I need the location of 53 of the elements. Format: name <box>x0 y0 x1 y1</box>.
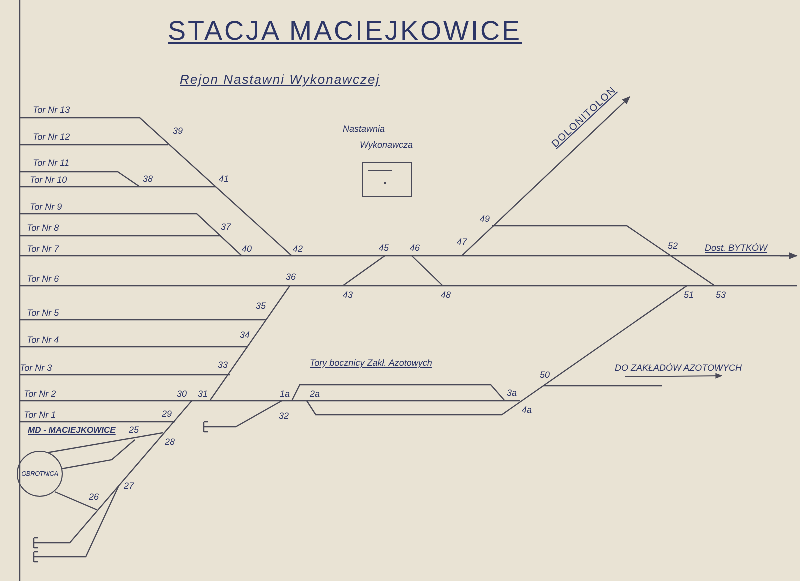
label: 53 <box>716 289 726 301</box>
turntable-circle <box>17 451 63 497</box>
label: Tor Nr 1 <box>24 409 56 421</box>
label: 37 <box>221 221 232 233</box>
label: 25 <box>129 424 140 436</box>
label: 2a <box>310 388 320 400</box>
label: 40 <box>242 243 252 255</box>
label: 50 <box>540 369 550 381</box>
label: 39 <box>173 125 184 137</box>
node-label: Nastawnia Wykonawcza <box>342 123 414 152</box>
label: DO ZAKŁADÓW AZOTOWYCH <box>615 362 742 374</box>
label: Tor Nr 11 <box>33 157 70 169</box>
label: 51 <box>684 289 694 301</box>
label: 3a <box>507 387 518 399</box>
label: 48 <box>441 289 452 301</box>
label: 43 <box>343 289 354 301</box>
label: 31 <box>198 388 208 400</box>
label: 35 <box>256 300 266 312</box>
label: Tor Nr 13 <box>33 104 70 116</box>
subtitle: Rejon Nastawni Wykonawczej <box>180 72 380 88</box>
title: STACJA MACIEJKOWICE <box>168 15 522 48</box>
label: Tor Nr 6 <box>27 273 60 285</box>
label: Tor Nr 9 <box>30 201 62 213</box>
label: 47 <box>457 236 468 248</box>
label: 42 <box>293 243 304 255</box>
label: Tor Nr 12 <box>33 131 70 143</box>
label: Tor Nr 10 <box>30 174 68 186</box>
label: 34 <box>240 329 250 341</box>
label: 52 <box>668 240 678 252</box>
label: 27 <box>124 480 134 492</box>
label: 30 <box>177 388 188 400</box>
label: 46 <box>410 242 420 254</box>
label: Tor Nr 8 <box>27 222 60 234</box>
label: 38 <box>143 173 154 185</box>
label: 45 <box>379 242 390 254</box>
label: 36 <box>286 271 296 283</box>
track-label: MD - MACIEJKOWICE <box>28 424 116 436</box>
label: Tor Nr 2 <box>24 388 56 400</box>
label: Tor Nr 4 <box>27 334 60 346</box>
label: Tor Nr 7 <box>27 243 60 255</box>
label: 29 <box>162 408 172 420</box>
label: Tor Nr 3 <box>20 362 52 374</box>
label: 49 <box>480 213 490 225</box>
label: 4a <box>522 404 532 416</box>
track-label: Tory bocznicy Zakł. Azotowych <box>310 357 432 369</box>
label: 1a <box>280 388 290 400</box>
track-label: Dost. BYTKÓW <box>705 242 768 254</box>
label: 32 <box>279 410 290 422</box>
label: 33 <box>218 359 228 371</box>
label: Tor Nr 5 <box>27 307 60 319</box>
label: 26 <box>89 491 100 503</box>
label: 28 <box>165 436 176 448</box>
label: 41 <box>219 173 230 185</box>
